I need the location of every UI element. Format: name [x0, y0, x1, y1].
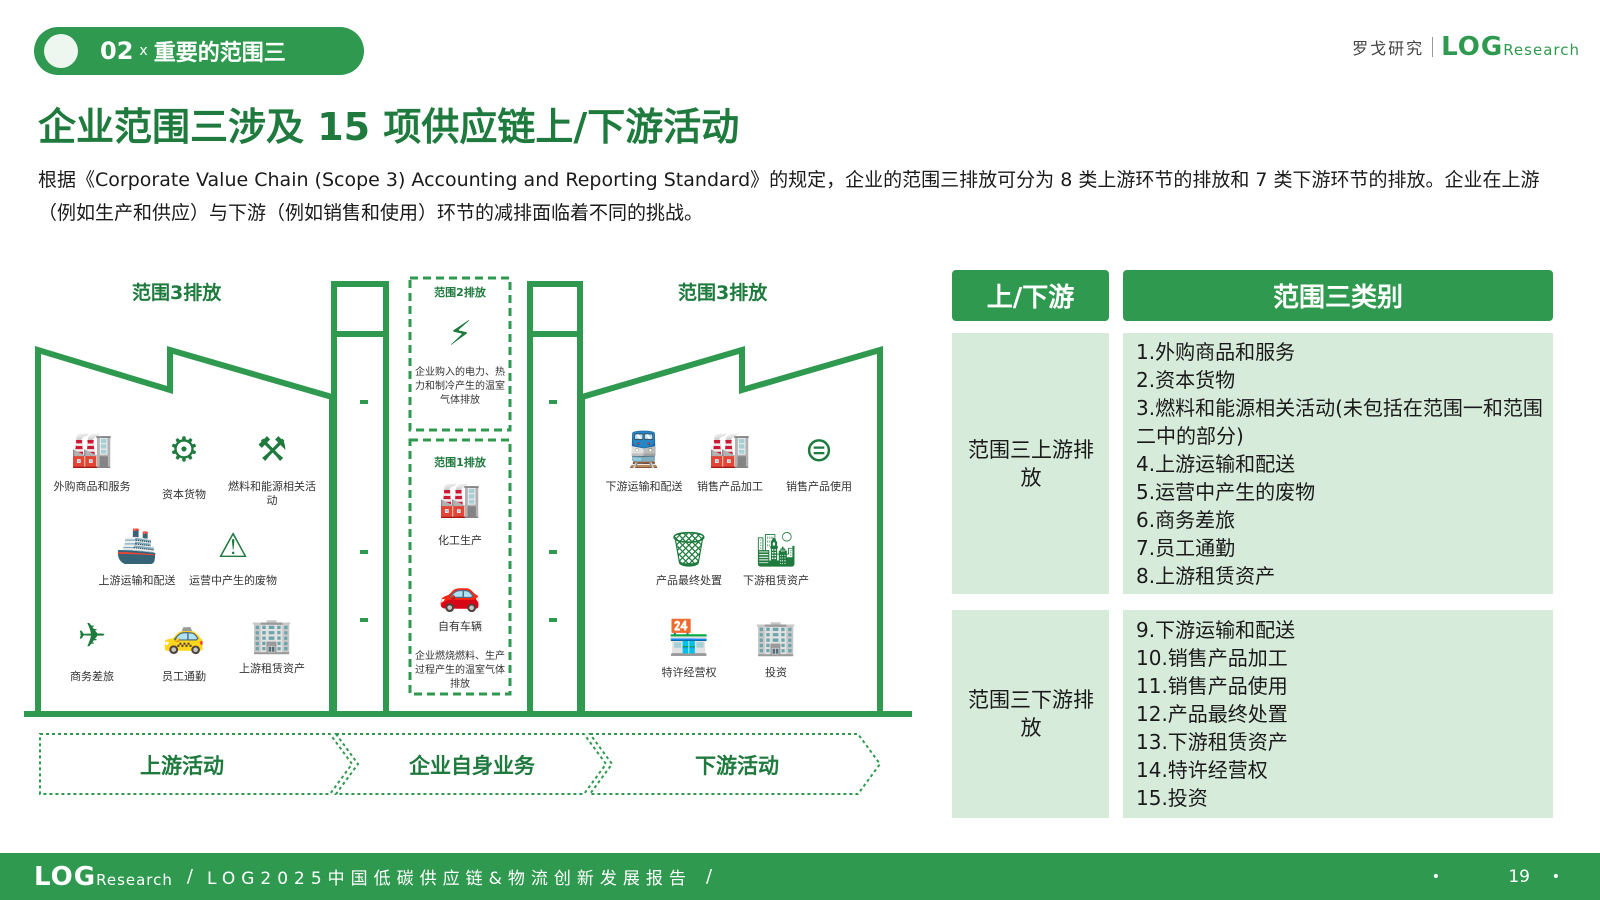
upstream-label-cell	[952, 333, 1109, 594]
downstream-category-list: 9.下游运输和配送 10.销售产品加工 11.销售产品使用 12.产品最终处置 …	[1136, 616, 1546, 812]
list-item: 2.资本货物	[1136, 368, 1236, 392]
upstream-list-cell	[1123, 333, 1553, 594]
upstream-item-8: 上游租赁资产	[239, 662, 305, 675]
pill-dot	[44, 34, 78, 68]
list-item: 7.员工通勤	[1136, 536, 1236, 560]
factory-icon: 🏭	[438, 480, 482, 520]
downstream-item-11: 销售产品使用	[786, 480, 852, 493]
table-header-stream: 上/下游	[952, 270, 1109, 321]
list-item: 13.下游租赁资产	[1136, 730, 1288, 754]
scope1-item-vehicle: 自有车辆	[438, 620, 482, 633]
list-item: 11.销售产品使用	[1136, 674, 1288, 698]
brand-logo-suffix: Research	[1503, 41, 1580, 59]
arrow-downstream-label: 下游活动	[695, 754, 779, 778]
list-item: 6.商务差旅	[1136, 508, 1236, 532]
scope2-heading: 范围2排放	[434, 286, 486, 299]
footer-report-title: LOG2025中国低碳供应链&物流创新发展报告	[206, 869, 692, 889]
ship-icon: 🚢	[115, 526, 159, 566]
upstream-item-1: 外购商品和服务	[53, 480, 131, 493]
section-pill: 02 x 重要的范围三	[34, 27, 364, 75]
downstream-item-13: 下游租赁资产	[743, 574, 809, 587]
downstream-item-9: 下游运输和配送	[605, 480, 683, 493]
gear-icon: ⚙	[168, 430, 200, 470]
upstream-item-4: 上游运输和配送	[98, 574, 176, 587]
list-item: 1.外购商品和服务	[1136, 340, 1296, 364]
list-item: 10.销售产品加工	[1136, 646, 1288, 670]
list-item: 14.特许经营权	[1136, 758, 1268, 782]
city-icon: 🏙	[754, 530, 798, 570]
train-icon: 🚆	[622, 430, 666, 470]
arrow-upstream-label: 上游活动	[140, 754, 224, 778]
factory-icon: 🏭	[708, 430, 752, 470]
building-icon: 🏢	[250, 616, 294, 656]
list-item: 4.上游运输和配送	[1136, 452, 1296, 476]
footer-logo: LOGResearch	[34, 862, 173, 892]
downstream-item-15: 投资	[765, 666, 787, 679]
downstream-category-label: 范围三下游排放	[968, 688, 1094, 740]
upstream-scope-heading: 范围3排放	[132, 282, 222, 304]
brand-logo: LOGResearch	[1441, 32, 1580, 62]
factory-outline	[24, 276, 912, 795]
list-item: 5.运营中产生的废物	[1136, 480, 1316, 504]
brand-logo-main: LOG	[1441, 32, 1504, 62]
scope1-heading: 范围1排放	[434, 456, 486, 469]
upstream-category-label: 范围三上游排放	[968, 438, 1094, 490]
section-number: 02	[100, 37, 134, 65]
footer-dot: •	[1551, 868, 1560, 885]
footer-slash: /	[186, 866, 193, 887]
section-separator: x	[139, 43, 148, 59]
page-title: 企业范围三涉及 15 项供应链上/下游活动	[38, 105, 740, 149]
factory-icon: 🏭	[70, 430, 114, 470]
upstream-category-list: 1.外购商品和服务 2.资本货物 3.燃料和能源相关活动(未包括在范围一和范围二…	[1136, 338, 1546, 590]
scope1-desc: 企业燃烧燃料、生产过程产生的温室气体排放	[415, 651, 505, 690]
brand-divider	[1432, 37, 1434, 57]
office-icon: 🏢	[754, 618, 798, 658]
upstream-item-6: 商务差旅	[70, 670, 114, 683]
car-icon: 🚗	[438, 574, 482, 614]
downstream-item-14: 特许经营权	[661, 666, 717, 679]
hazard-icon: ⚠	[217, 526, 249, 566]
upstream-item-2: 资本货物	[162, 488, 206, 501]
taxi-icon: 🚕	[162, 616, 206, 656]
footer-dot: •	[1431, 868, 1440, 885]
downstream-scope-heading: 范围3排放	[678, 282, 768, 304]
upstream-item-3: 燃料和能源相关活动	[228, 480, 316, 507]
list-item: 9.下游运输和配送	[1136, 618, 1296, 642]
list-item: 12.产品最终处置	[1136, 702, 1288, 726]
hammer-icon: ⚒	[256, 430, 288, 470]
scope1-item-chemical: 化工生产	[438, 534, 482, 547]
arrow-self-label: 企业自身业务	[409, 754, 535, 778]
downstream-list-cell	[1123, 610, 1553, 818]
upstream-item-7: 员工通勤	[162, 670, 206, 683]
footer-logo-main: LOG	[34, 861, 97, 892]
brand: 罗戈研究 LOGResearch	[1352, 32, 1580, 62]
upstream-item-5: 运营中产生的废物	[189, 574, 277, 587]
footer-logo-suffix: Research	[96, 870, 173, 889]
supply-chain-illustration: 范围3排放 范围3排放 范围2排放 ⚡ 企业购入的电力、热力和制冷产生的温室气体…	[22, 262, 922, 822]
section-title: 重要的范围三	[153, 41, 286, 66]
scope2-desc: 企业购入的电力、热力和制冷产生的温室气体排放	[415, 367, 505, 406]
list-item: 8.上游租赁资产	[1136, 564, 1276, 588]
downstream-item-10: 销售产品加工	[697, 480, 763, 493]
toggle-icon: ⊜	[804, 430, 834, 470]
list-item: 3.燃料和能源相关活动(未包括在范围一和范围二中的部分)	[1136, 396, 1543, 448]
downstream-item-12: 产品最终处置	[656, 574, 722, 587]
intro-paragraph: 根据《Corporate Value Chain (Scope 3) Accou…	[38, 169, 1540, 224]
airplane-icon: ✈	[77, 616, 107, 656]
page-number: 19	[1508, 866, 1530, 887]
list-item: 15.投资	[1136, 786, 1208, 810]
footer: LOGResearch / LOG2025中国低碳供应链&物流创新发展报告 / …	[0, 853, 1600, 900]
table-header-category: 范围三类别	[1123, 270, 1553, 321]
trash-icon: 🗑	[667, 530, 711, 570]
storefront-icon: 🏪	[667, 618, 711, 658]
lightning-icon: ⚡	[448, 314, 472, 354]
brand-cn: 罗戈研究	[1352, 39, 1425, 58]
downstream-label-cell	[952, 610, 1109, 818]
footer-slash: /	[705, 866, 713, 887]
